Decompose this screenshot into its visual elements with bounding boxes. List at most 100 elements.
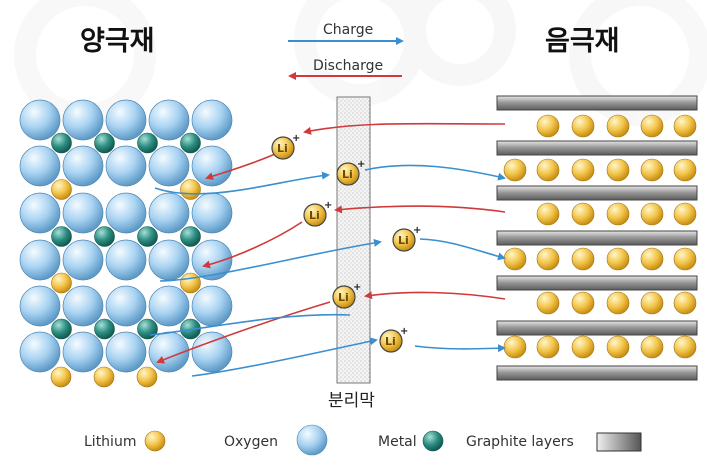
legend-oxygen-label: Oxygen (224, 434, 278, 450)
lithium-atom (536, 291, 560, 315)
oxygen-atom (62, 331, 104, 373)
cathode-title: 양극재 (80, 26, 155, 57)
lithium-atom (640, 291, 664, 315)
lithium-atom (606, 158, 630, 182)
anode-title: 음극재 (545, 26, 620, 57)
oxygen-atom (105, 239, 147, 281)
lithium-atom (51, 179, 72, 200)
metal-atom (94, 226, 115, 247)
discharge-label: Discharge (313, 58, 383, 74)
metal-atom (137, 132, 158, 154)
graphite-layer (496, 140, 698, 156)
legend-lithium-label: Lithium (84, 434, 136, 450)
discharge-path (202, 221, 303, 269)
metal-atom (137, 226, 158, 247)
ion-paths (149, 122, 506, 377)
discharge-path (364, 291, 506, 300)
oxygen-atom (148, 285, 190, 327)
oxygen-atom (105, 285, 147, 327)
discharge-path (334, 205, 506, 214)
lithium-atom (536, 114, 560, 138)
lithium-atom (673, 114, 697, 138)
legend-oxygen-swatch (296, 424, 328, 456)
lithium-atom (640, 247, 664, 271)
lithium-atom (503, 247, 527, 271)
graphite-layer (496, 185, 698, 201)
oxygen-atom (62, 99, 104, 141)
legend-metal-label: Metal (378, 434, 417, 450)
oxygen-atom (62, 192, 104, 234)
oxygen-atom (19, 192, 61, 234)
lithium-atom (606, 335, 630, 359)
lithium-atom (640, 335, 664, 359)
ion-charge: + (357, 159, 365, 170)
ion-symbol: Li (309, 209, 320, 222)
oxygen-atom (148, 99, 190, 141)
oxygen-atom (105, 192, 147, 234)
metal-atom (180, 132, 201, 154)
lithium-atom (673, 202, 697, 226)
lithium-atom (673, 335, 697, 359)
oxygen-atom (148, 192, 190, 234)
lithium-atom (51, 272, 72, 294)
separator-label: 분리막 (328, 391, 375, 411)
metal-atom (180, 226, 201, 247)
lithium-ion: Li+ (392, 225, 421, 252)
graphite-layer (496, 320, 698, 336)
discharge-path (156, 301, 331, 364)
charge-path (159, 239, 382, 282)
lithium-ions: Li+Li+Li+Li+Li+Li+ (271, 133, 421, 353)
oxygen-atom (19, 145, 61, 187)
metal-atom (51, 318, 72, 340)
charge-path (191, 337, 378, 377)
lithium-atom (536, 158, 560, 182)
charge-path (364, 164, 506, 181)
oxygen-atom (191, 285, 233, 327)
ion-charge: + (353, 282, 361, 293)
metal-atom (94, 132, 115, 154)
lithium-atom (640, 158, 664, 182)
oxygen-atom (19, 239, 61, 281)
legend: Lithium Oxygen Metal Graphite layers (84, 424, 642, 456)
lithium-atom (571, 247, 595, 271)
lithium-atom (640, 202, 664, 226)
discharge-path (303, 122, 506, 135)
ion-symbol: Li (277, 142, 288, 155)
discharge-arrow: Discharge (288, 58, 402, 80)
ion-symbol: Li (342, 168, 353, 181)
oxygen-atom (191, 192, 233, 234)
oxygen-atom (191, 99, 233, 141)
lithium-atom (571, 158, 595, 182)
oxygen-atom (62, 145, 104, 187)
lithium-atom (571, 202, 595, 226)
lithium-atom (673, 247, 697, 271)
graphite-layer (496, 275, 698, 291)
discharge-path (205, 153, 276, 180)
oxygen-atom (105, 331, 147, 373)
legend-metal-swatch (422, 430, 444, 452)
lithium-atom (673, 291, 697, 315)
lithium-atom (180, 272, 201, 294)
lithium-atom (93, 366, 115, 388)
oxygen-atom (19, 331, 61, 373)
graphite-layer (496, 230, 698, 246)
ion-charge: + (413, 225, 421, 236)
oxygen-atom (105, 145, 147, 187)
lithium-atom (536, 335, 560, 359)
oxygen-atom (191, 145, 233, 187)
graphite-layer (496, 365, 698, 381)
cathode-lattice (19, 99, 233, 388)
charge-path (154, 171, 330, 195)
oxygen-atom (62, 239, 104, 281)
metal-atom (51, 132, 72, 154)
charge-path (419, 238, 506, 261)
metal-atom (51, 226, 72, 247)
metal-atom (94, 318, 115, 340)
lithium-ion: Li+ (271, 133, 300, 160)
lithium-atom (606, 247, 630, 271)
legend-graphite-label: Graphite layers (466, 434, 574, 450)
lithium-atom (606, 202, 630, 226)
legend-graphite-swatch (596, 432, 642, 452)
lithium-atom (180, 179, 201, 200)
